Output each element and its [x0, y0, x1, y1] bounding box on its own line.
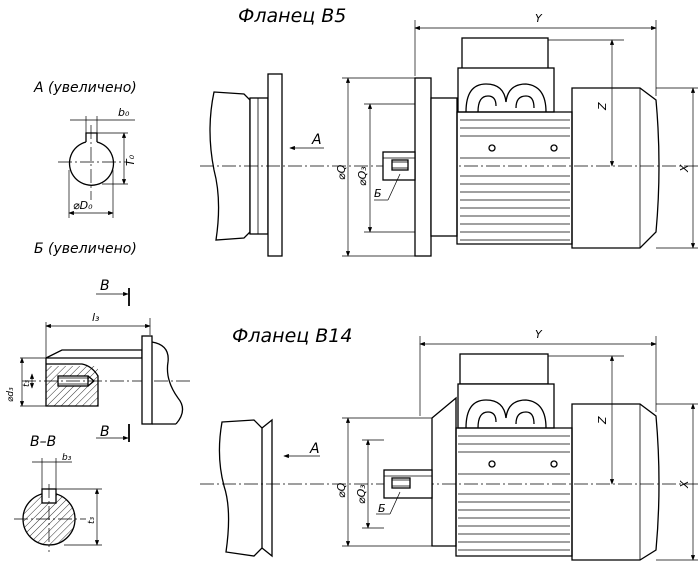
dim-q-b5: ⌀Q: [335, 164, 348, 180]
dim-q3-b14: ⌀Q₃: [355, 484, 368, 504]
section-mark-v-bottom: В: [100, 424, 110, 440]
b5-cooling-fins: [460, 119, 570, 241]
dim-z-b14: Z: [596, 416, 609, 425]
dim-b3: b₃: [62, 453, 72, 463]
b14-terminal-box: [459, 353, 549, 385]
view-arrow-a-b5: A: [311, 132, 322, 148]
dim-y-b5: Y: [535, 12, 543, 25]
dim-t3: t₃: [22, 379, 32, 387]
section-vv-detail: В–В b₃ t₃: [14, 434, 102, 552]
b5-motor-view: Y Z X ⌀Q ⌀Q₃ Б: [335, 12, 698, 257]
dim-y-b14: Y: [535, 328, 543, 341]
b14-fan-cover: [571, 403, 660, 561]
dim-t0: T₀: [124, 154, 137, 166]
shaft-circle-a: [68, 141, 115, 186]
dim-d0: ⌀D₀: [73, 199, 93, 212]
b14-flange: [431, 396, 457, 547]
dim-l3: l₃: [92, 311, 100, 324]
dim-d3: ⌀d₃: [6, 387, 16, 402]
b5-flange-side-view: A: [200, 73, 700, 257]
view-arrow-a-b14: A: [309, 441, 320, 457]
dim-q3-b5: ⌀Q₃: [356, 166, 369, 186]
dim-x-b14: X: [678, 480, 691, 489]
callout-b-b5: Б: [374, 187, 382, 200]
b14-cooling-fins: [458, 435, 570, 551]
b5-flange-plate: [267, 73, 283, 257]
dim-b0: b₀: [118, 106, 130, 119]
b14-flange-side-view: A: [200, 418, 700, 558]
view-a-detail: A (увеличено) b₀ T₀ ⌀D₀: [33, 80, 137, 218]
b14-motor-view: Y Z X ⌀Q ⌀Q₃ Б: [335, 328, 698, 561]
dim-q-b14: ⌀Q: [335, 482, 348, 498]
section-vv-title: В–В: [30, 434, 56, 450]
b14-key: [391, 477, 411, 489]
dim-t3-section: t₃: [87, 516, 97, 524]
title-flange-b14: Фланец B14: [232, 325, 352, 347]
section-mark-v-top: В: [100, 278, 110, 294]
b5-key: [391, 159, 409, 171]
b5-flange-disk: [414, 77, 432, 257]
callout-b-b14: Б: [378, 502, 386, 515]
view-b-title: Б (увеличено): [34, 241, 137, 257]
b5-fan-cover: [571, 87, 660, 249]
dim-z-b5: Z: [596, 102, 609, 111]
view-b-detail: Б (увеличено) В В l₃ ⌀d₃ t₃: [6, 241, 190, 442]
b14-motor-body: [455, 427, 573, 557]
b5-terminal-box: [461, 37, 549, 71]
title-flange-b5: Фланец B5: [238, 5, 346, 27]
view-a-title: A (увеличено): [33, 80, 137, 96]
dim-x-b5: X: [678, 164, 691, 173]
